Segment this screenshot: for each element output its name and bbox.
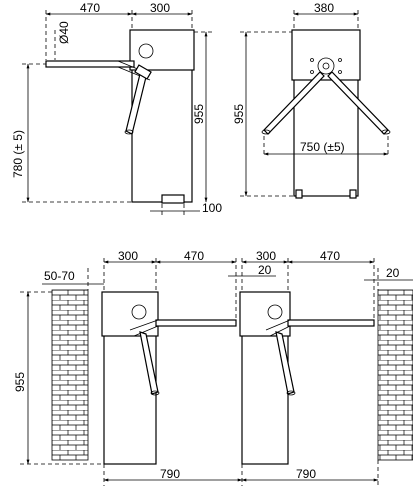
layout-dim-height: 955 xyxy=(13,372,27,392)
unit1-diagonal-arm xyxy=(139,331,159,395)
layout-dim-unit1-arm: 470 xyxy=(184,249,204,263)
unit1-horizontal-arm xyxy=(155,319,237,327)
layout-dim-right-gap: 20 xyxy=(386,266,400,280)
side-dim-pillar-width: 300 xyxy=(150,1,170,15)
side-dim-arm-height: 780 (± 5) xyxy=(11,130,25,178)
side-dim-arm-length: 470 xyxy=(80,1,100,15)
front-dim-arm-span: 750 (±5) xyxy=(300,140,345,154)
side-pillar-head xyxy=(129,29,195,71)
layout-dim-wall-gap: 50-70 xyxy=(44,269,75,283)
left-brick-wall xyxy=(51,289,89,461)
side-dim-base: 100 xyxy=(202,201,222,215)
layout-dim-lane2: 790 xyxy=(296,467,316,481)
side-dim-total-height: 955 xyxy=(192,104,206,124)
side-dim-diameter: Ø40 xyxy=(57,21,71,44)
unit2-reader-circle xyxy=(267,304,283,320)
side-foot xyxy=(161,194,185,204)
layout-dim-unit2-arm: 470 xyxy=(320,249,340,263)
side-hub xyxy=(134,64,152,80)
layout-dim-unit2-pillar: 300 xyxy=(256,249,276,263)
front-reader-circle xyxy=(317,57,335,75)
side-reader-circle xyxy=(138,43,154,59)
layout-dim-lane1: 790 xyxy=(160,467,180,481)
unit1-pillar-head xyxy=(101,291,159,337)
layout-dim-unit2-gap: 20 xyxy=(258,263,272,277)
front-dim-height: 955 xyxy=(232,104,246,124)
unit1-reader-circle xyxy=(131,304,147,320)
side-view: 470 300 Ø40 780 (± 5) 955 100 xyxy=(11,1,222,216)
unit2-diagonal-arm xyxy=(275,331,295,395)
front-dim-width: 380 xyxy=(314,1,334,15)
right-brick-wall xyxy=(377,289,413,461)
layout-dim-unit1-pillar: 300 xyxy=(118,249,138,263)
unit2-horizontal-arm xyxy=(287,319,375,327)
front-view: 380 955 750 (±5) xyxy=(232,1,391,199)
front-pillar-head xyxy=(291,29,361,81)
layout-view: 50-70 300 470 300 20 470 20 955 790 790 xyxy=(13,249,413,486)
